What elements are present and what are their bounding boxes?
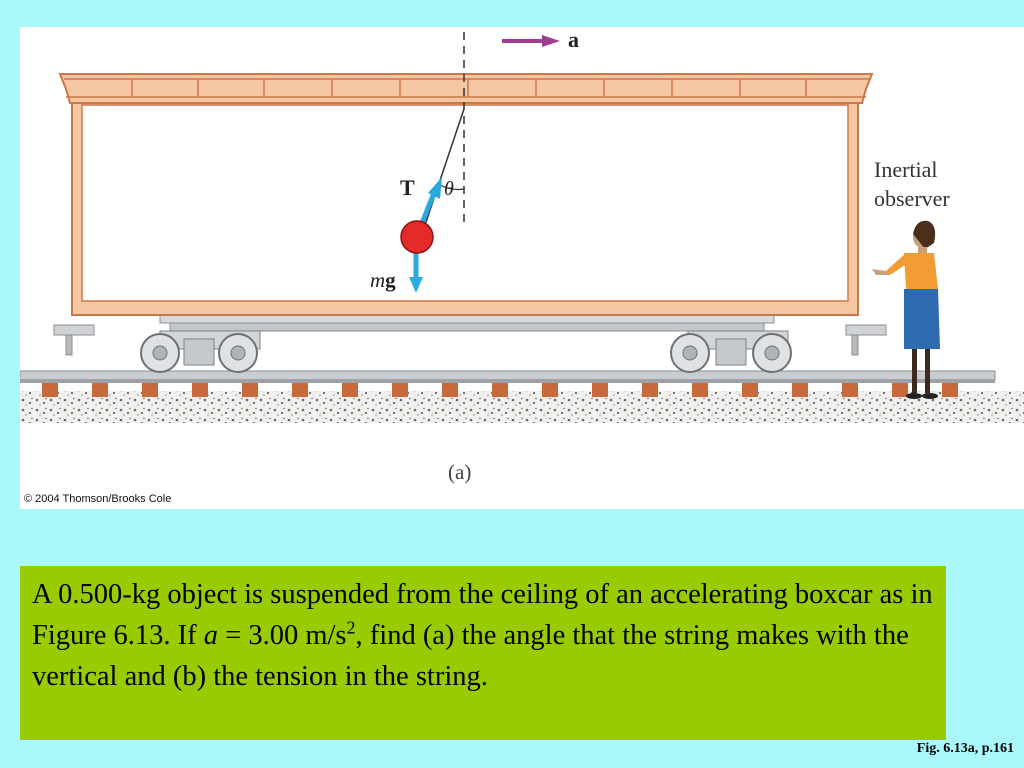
- boxcar-figure: a T θ mg Inertial observer (a) © 2004 Th…: [20, 27, 1024, 509]
- tension-arrow: [419, 177, 442, 224]
- problem-statement: A 0.500-kg object is suspended from the …: [20, 566, 946, 740]
- figure-caption: Fig. 6.13a, p.161: [916, 741, 1014, 756]
- pendulum-bob: [400, 220, 434, 254]
- problem-variable: a: [203, 620, 219, 651]
- rail-ties: [42, 383, 958, 397]
- weight-label-g: g: [385, 268, 396, 292]
- roof-panels: [64, 78, 870, 98]
- problem-exponent: 2: [346, 617, 356, 638]
- angle-label: θ: [444, 178, 454, 200]
- observer-label-line2: observer: [874, 186, 950, 211]
- problem-text-part2: = 3.00 m/s: [218, 620, 347, 651]
- rail: [20, 370, 996, 381]
- problem-text-part1: A 0.500-kg object is suspended from the …: [32, 579, 933, 651]
- problem-text-part3: , find (a) the angle that the string mak…: [32, 620, 909, 692]
- weight-label: mg: [370, 268, 396, 293]
- weight-arrow: [409, 253, 423, 293]
- acceleration-label: a: [568, 27, 579, 52]
- left-truck: [140, 330, 261, 373]
- observer-label-line1: Inertial: [874, 157, 938, 182]
- acceleration-arrow: [502, 35, 560, 47]
- copyright-text: © 2004 Thomson/Brooks Cole: [24, 493, 172, 505]
- tension-label: T: [400, 175, 415, 200]
- weight-label-m: m: [370, 268, 386, 292]
- right-truck: [670, 330, 792, 373]
- boxcar-interior: [81, 104, 849, 302]
- panel-label: (a): [448, 460, 472, 484]
- gravel-bed: [20, 391, 1024, 423]
- boxcar-illustration: [20, 32, 1024, 453]
- observer-figure: [872, 220, 940, 399]
- angle-arc: [439, 184, 465, 191]
- boxcar-roof: [58, 73, 874, 104]
